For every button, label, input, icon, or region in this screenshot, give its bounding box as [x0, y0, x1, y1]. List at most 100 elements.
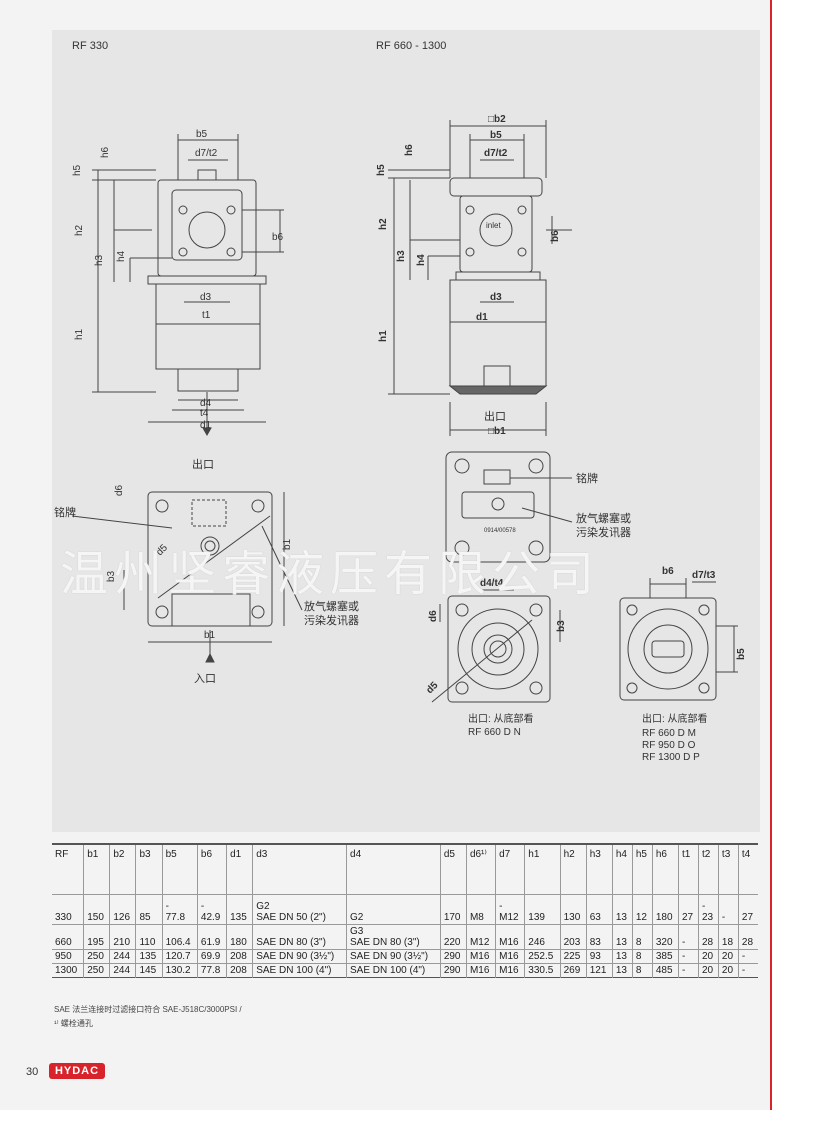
table-cell-line: 23: [701, 911, 714, 923]
table-cell-line: SAE DN 50 (2"): [256, 911, 326, 923]
column-header: d6¹⁾: [465, 843, 496, 894]
bottom-view-model-left: RF 660 D N: [468, 727, 521, 738]
table-cell: -: [737, 949, 758, 963]
column-header: d7: [495, 843, 525, 894]
table-cell: 126: [109, 894, 136, 924]
table-cell-line: M12: [499, 911, 519, 923]
table-cell: 20: [697, 949, 719, 963]
rf660dm-bottom-view: [619, 578, 738, 701]
column-header: d5: [439, 843, 467, 894]
table-cell: -M12: [495, 894, 525, 924]
dim-d7t3-bottom: d7/t3: [692, 570, 716, 581]
table-cell-line: -: [165, 900, 169, 912]
table-cell: -: [677, 963, 699, 977]
table-cell: 20: [717, 949, 739, 963]
drawing-area: [52, 30, 760, 832]
table-cell: 130.2: [161, 963, 198, 977]
column-header: h2: [559, 843, 587, 894]
table-cell: 135: [135, 949, 163, 963]
column-header: b1: [83, 843, 110, 894]
bottom-view-caption-left: 出口: 从底部看: [468, 712, 534, 725]
table-cell: 145: [135, 963, 163, 977]
table-cell: 290: [439, 949, 467, 963]
table-cell: 150: [83, 894, 110, 924]
footnote-bolt: ¹⁾ 螺栓通孔: [54, 1019, 93, 1028]
column-header: t3: [717, 843, 739, 894]
table-cell: 120.7: [161, 949, 198, 963]
table-cell: 8: [631, 949, 653, 963]
table-cell: 195: [83, 924, 110, 949]
dim-h4-right: h4: [416, 254, 427, 266]
table-cell: 20: [717, 963, 739, 977]
table-cell: 27: [737, 894, 758, 924]
dim-b6-left: b6: [272, 232, 284, 243]
table-cell: SAE DN 100 (4"): [346, 963, 441, 977]
breather-label-left-1: 放气螺塞或: [304, 599, 359, 613]
dim-d1-left: d1: [200, 420, 212, 431]
dim-h4-left: h4: [116, 250, 127, 262]
page-number: 30: [26, 1066, 39, 1078]
dim-h3-right: h3: [396, 250, 407, 262]
table-cell-line: SAE DN 80 (3"): [350, 936, 420, 948]
table-cell: 330.5: [524, 963, 561, 977]
dim-b6-right: b6: [550, 230, 561, 242]
table-cell: 1300: [55, 964, 78, 976]
table-cell: 290: [439, 963, 467, 977]
dim-d6-right: d6: [428, 610, 439, 622]
table-cell: 320: [651, 924, 679, 949]
dim-d1-right: d1: [476, 312, 488, 323]
dim-b2-right: □b2: [488, 114, 506, 125]
table-cell: 85: [135, 894, 163, 924]
dim-h1-left: h1: [74, 328, 85, 340]
table-cell: M12: [465, 924, 496, 949]
dim-h3-left: h3: [94, 254, 105, 266]
table-cell: 13: [611, 949, 633, 963]
rf330-side-view: [92, 134, 284, 437]
table-cell: 485: [651, 963, 679, 977]
table-cell: 93: [585, 949, 613, 963]
table-cell-line: G2: [256, 900, 270, 912]
column-header: b5: [161, 843, 198, 894]
dim-d4-left: d4: [200, 398, 212, 409]
serial-number-right: 0914/00578: [484, 528, 516, 534]
table-cell: 210: [109, 924, 136, 949]
table-cell-line: 77.8: [165, 911, 186, 923]
dim-h2-right: h2: [378, 218, 389, 230]
table-cell: 244: [109, 949, 136, 963]
table-cell: -23: [697, 894, 719, 924]
bottom-view-model-right-1: RF 660 D M: [642, 728, 696, 739]
header-left-model: RF 330: [72, 40, 109, 52]
dim-h6-right: h6: [404, 144, 415, 156]
footnote-sae: SAE 法兰连接时过滤接口符合 SAE-J518C/3000PSI /: [54, 1005, 242, 1014]
table-cell: SAE DN 80 (3"): [252, 924, 347, 949]
nameplate-label-right: 铭牌: [576, 471, 598, 485]
dim-t1-left: t1: [202, 310, 211, 321]
rf660dn-bottom-view: [431, 589, 561, 703]
table-cell: -: [677, 949, 699, 963]
breather-label-left-2: 污染发讯器: [304, 613, 359, 627]
table-cell: 83: [585, 924, 613, 949]
dim-b1-right: □b1: [488, 426, 506, 437]
table-cell: -42.9: [196, 894, 227, 924]
breather-label-right-1: 放气螺塞或: [576, 511, 631, 525]
table-cell: 135: [226, 894, 253, 924]
bottom-view-model-right-2: RF 950 D O: [642, 740, 696, 751]
table-cell: -: [717, 894, 739, 924]
table-cell: 208: [226, 949, 253, 963]
outlet-label-right: 出口: [484, 409, 506, 423]
dim-d3-left: d3: [200, 292, 212, 303]
table-cell: 250: [83, 949, 110, 963]
table-cell: 77.8: [196, 963, 227, 977]
table-cell: M16: [495, 963, 525, 977]
dim-b1-left-bottom: b1: [204, 630, 216, 641]
column-header: b3: [135, 843, 163, 894]
table-cell: 13: [611, 894, 633, 924]
table-cell: M16: [465, 949, 496, 963]
table-cell: 20: [697, 963, 719, 977]
column-header: t4: [737, 843, 758, 894]
table-cell: -: [677, 924, 699, 949]
